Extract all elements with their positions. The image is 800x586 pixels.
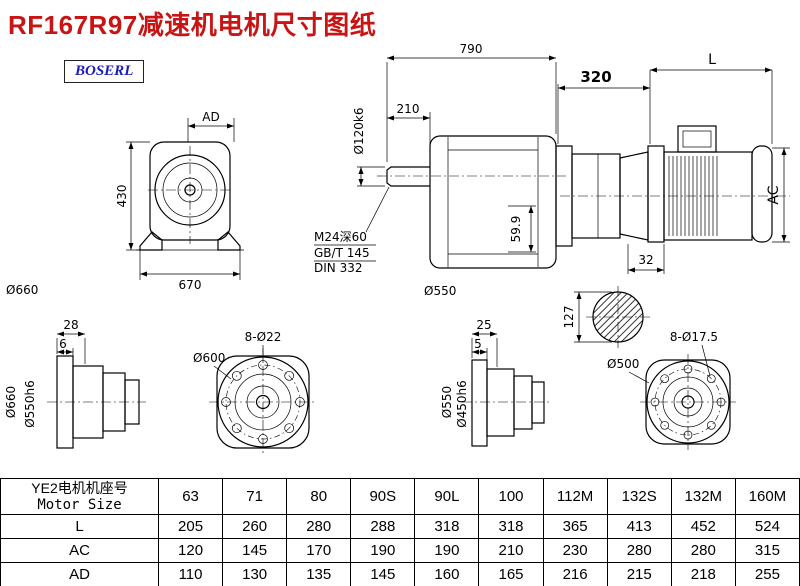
- dim-p1-6: 6: [59, 337, 67, 351]
- label-p1-dia-660: Ø660: [4, 386, 18, 418]
- col-header-80: 80: [286, 478, 352, 515]
- dim-value: 452: [670, 514, 736, 539]
- dim-shaft-length-210: 210: [397, 102, 420, 116]
- label-p2-dia-550: Ø550: [440, 386, 454, 418]
- col-header-112m: 112M: [542, 478, 608, 515]
- dim-p2-5: 5: [474, 337, 482, 351]
- side-view: 790 210 Ø120k6 M24深60 GB/T 145 DIN 332 5…: [314, 42, 566, 298]
- dim-value: 230: [542, 538, 608, 563]
- dim-value: 413: [606, 514, 672, 539]
- col-header-160m: 160M: [734, 478, 800, 515]
- dim-value: 130: [222, 562, 288, 586]
- dim-value: 216: [542, 562, 608, 586]
- dim-height-430: 430: [115, 185, 129, 208]
- motor-dimension-table: YE2电机机座号 Motor Size 63 71 80 90S 90L 100…: [0, 478, 800, 586]
- brand-logo: BOSERL: [64, 60, 145, 83]
- table-row-L: L 205 260 280 288 318 318 365 413 452 52…: [0, 514, 800, 539]
- col-header-71: 71: [222, 478, 288, 515]
- dim-value: 318: [478, 514, 544, 539]
- technical-drawing: AD 430 670 Ø660 790 210 Ø120k6: [4, 42, 790, 456]
- dim-value: 170: [286, 538, 352, 563]
- col-header-63: 63: [157, 478, 224, 515]
- dim-value: 318: [414, 514, 480, 539]
- label-shaft-diameter: Ø120k6: [352, 108, 366, 155]
- motor-size-header-en: Motor Size: [37, 497, 122, 513]
- dim-gap-32: 32: [638, 253, 653, 267]
- dim-key-height: 59.9: [509, 216, 523, 243]
- col-header-132s: 132S: [606, 478, 672, 515]
- dim-value: 288: [350, 514, 416, 539]
- dim-value: 210: [478, 538, 544, 563]
- label-f1-holes: 8-Ø22: [245, 330, 282, 344]
- dim-value: 205: [157, 514, 224, 539]
- dim-value: 280: [286, 514, 352, 539]
- dim-value: 255: [734, 562, 800, 586]
- dim-value: 190: [414, 538, 480, 563]
- dim-value: 524: [734, 514, 800, 539]
- dim-shaft-section-127: 127: [562, 306, 576, 329]
- front-view: AD 430 670 Ø660: [6, 110, 244, 297]
- motor-size-header: YE2电机机座号 Motor Size: [0, 478, 159, 515]
- col-header-90l: 90L: [414, 478, 480, 515]
- label-flange-dia-550: Ø550: [424, 284, 456, 298]
- page-title: RF167R97减速机电机尺寸图纸: [8, 10, 377, 40]
- dim-value: 110: [157, 562, 224, 586]
- dim-ac: AC: [766, 185, 782, 204]
- col-header-100: 100: [478, 478, 544, 515]
- dim-value: 218: [670, 562, 736, 586]
- dim-value: 165: [478, 562, 544, 586]
- label-dia-660: Ø660: [6, 283, 38, 297]
- label-p1-dia-550h6: Ø550h6: [23, 380, 37, 428]
- label-f2-dia-500: Ø500: [607, 357, 639, 371]
- dim-value: 315: [734, 538, 800, 563]
- row-label-AC: AC: [0, 538, 159, 563]
- dim-value: 280: [606, 538, 672, 563]
- row-label-L: L: [0, 514, 159, 539]
- dim-value: 145: [222, 538, 288, 563]
- dim-value: 215: [606, 562, 672, 586]
- dim-motor-length-L: L: [708, 52, 716, 68]
- dim-value: 145: [350, 562, 416, 586]
- dim-ad: AD: [202, 110, 219, 124]
- output-profile-view-2: 25 5 Ø550 Ø450h6: [440, 318, 552, 447]
- dim-value: 120: [157, 538, 224, 563]
- label-f2-holes: 8-Ø17.5: [670, 330, 718, 344]
- flange-view-1: Ø600 8-Ø22: [193, 330, 317, 456]
- motor-size-header-cn: YE2电机机座号: [31, 480, 128, 496]
- table-row-AC: AC 120 145 170 190 190 210 230 280 280 3…: [0, 538, 800, 563]
- dim-value: 365: [542, 514, 608, 539]
- label-thread-spec: M24深60: [314, 230, 367, 244]
- output-profile-view-1: 28 6 Ø660 Ø550h6: [4, 318, 146, 449]
- table-header-row: YE2电机机座号 Motor Size 63 71 80 90S 90L 100…: [0, 478, 800, 515]
- label-f1-dia-600: Ø600: [193, 351, 225, 365]
- dim-value: 135: [286, 562, 352, 586]
- col-header-132m: 132M: [670, 478, 736, 515]
- row-label-AD: AD: [0, 562, 159, 586]
- dim-value: 260: [222, 514, 288, 539]
- dim-value: 160: [414, 562, 480, 586]
- dim-p2-25: 25: [476, 318, 491, 332]
- label-standard-din: DIN 332: [314, 261, 362, 275]
- dim-adapter-320: 320: [580, 68, 611, 86]
- motor-view: 320 L AC 32 127: [555, 52, 790, 348]
- col-header-90s: 90S: [350, 478, 416, 515]
- table-row-AD: AD 110 130 135 145 160 165 216 215 218 2…: [0, 562, 800, 586]
- dim-value: 190: [350, 538, 416, 563]
- dim-value: 280: [670, 538, 736, 563]
- label-standard-gbt: GB/T 145: [314, 246, 370, 260]
- dim-p1-28: 28: [63, 318, 78, 332]
- dim-width-670: 670: [179, 278, 202, 292]
- label-p2-dia-450h6: Ø450h6: [455, 380, 469, 428]
- flange-view-2: Ø500 8-Ø17.5: [607, 330, 736, 450]
- dim-overall-790: 790: [460, 42, 483, 56]
